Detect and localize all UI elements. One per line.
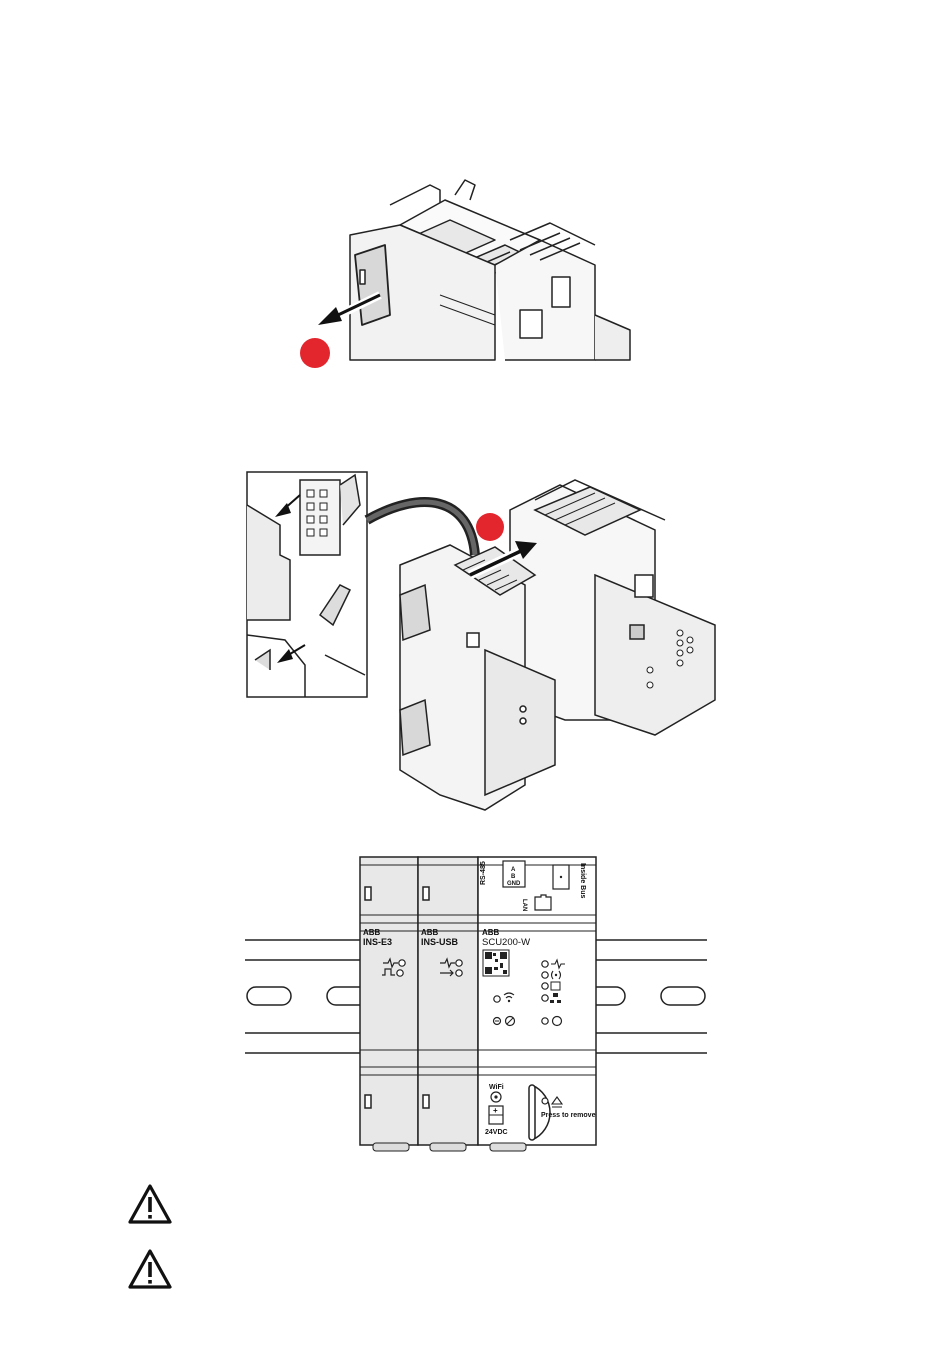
module-ins-e3: ABB INS-E3 [360,857,418,1151]
module-model-label: SCU200-W [482,937,530,948]
svg-text:+: + [493,1106,498,1115]
module-model-label: INS-USB [421,937,459,947]
module-brand-logo: ABB [482,928,500,937]
qr-code [483,950,509,976]
rs485-pin-label: A [511,867,516,873]
wifi-antenna-label: WiFi [489,1084,504,1091]
rs485-pin-label: GND [507,881,521,887]
warning-triangle-icon [127,1248,173,1290]
inside-bus-label: Inside Bus [579,863,586,899]
rs485-port-label: RS-485 [480,861,487,885]
rs485-pin-label: B [511,874,516,880]
press-to-remove-label: Press to remove [541,1112,596,1119]
step-marker [476,513,504,541]
step-marker [300,338,330,368]
module-model-label: INS-E3 [363,937,392,947]
module-brand-logo: ABB [421,928,439,937]
figure-attach-module [245,465,725,825]
module-ins-usb: ABB INS-USB [418,857,478,1151]
figure-din-rail-front-view: ABB INS-E3 ABB INS-USB [245,855,707,1155]
module-brand-logo: ABB [363,928,381,937]
lan-port-label: LAN [521,899,527,911]
power-input-label: 24VDC [485,1129,508,1136]
warning-triangle-icon [127,1183,173,1225]
figure-remove-side-cover [290,165,650,375]
module-scu200-w: RS-485 A B GND Inside Bus LAN ABB SCU200… [478,857,596,1151]
detail-inset [247,472,367,697]
